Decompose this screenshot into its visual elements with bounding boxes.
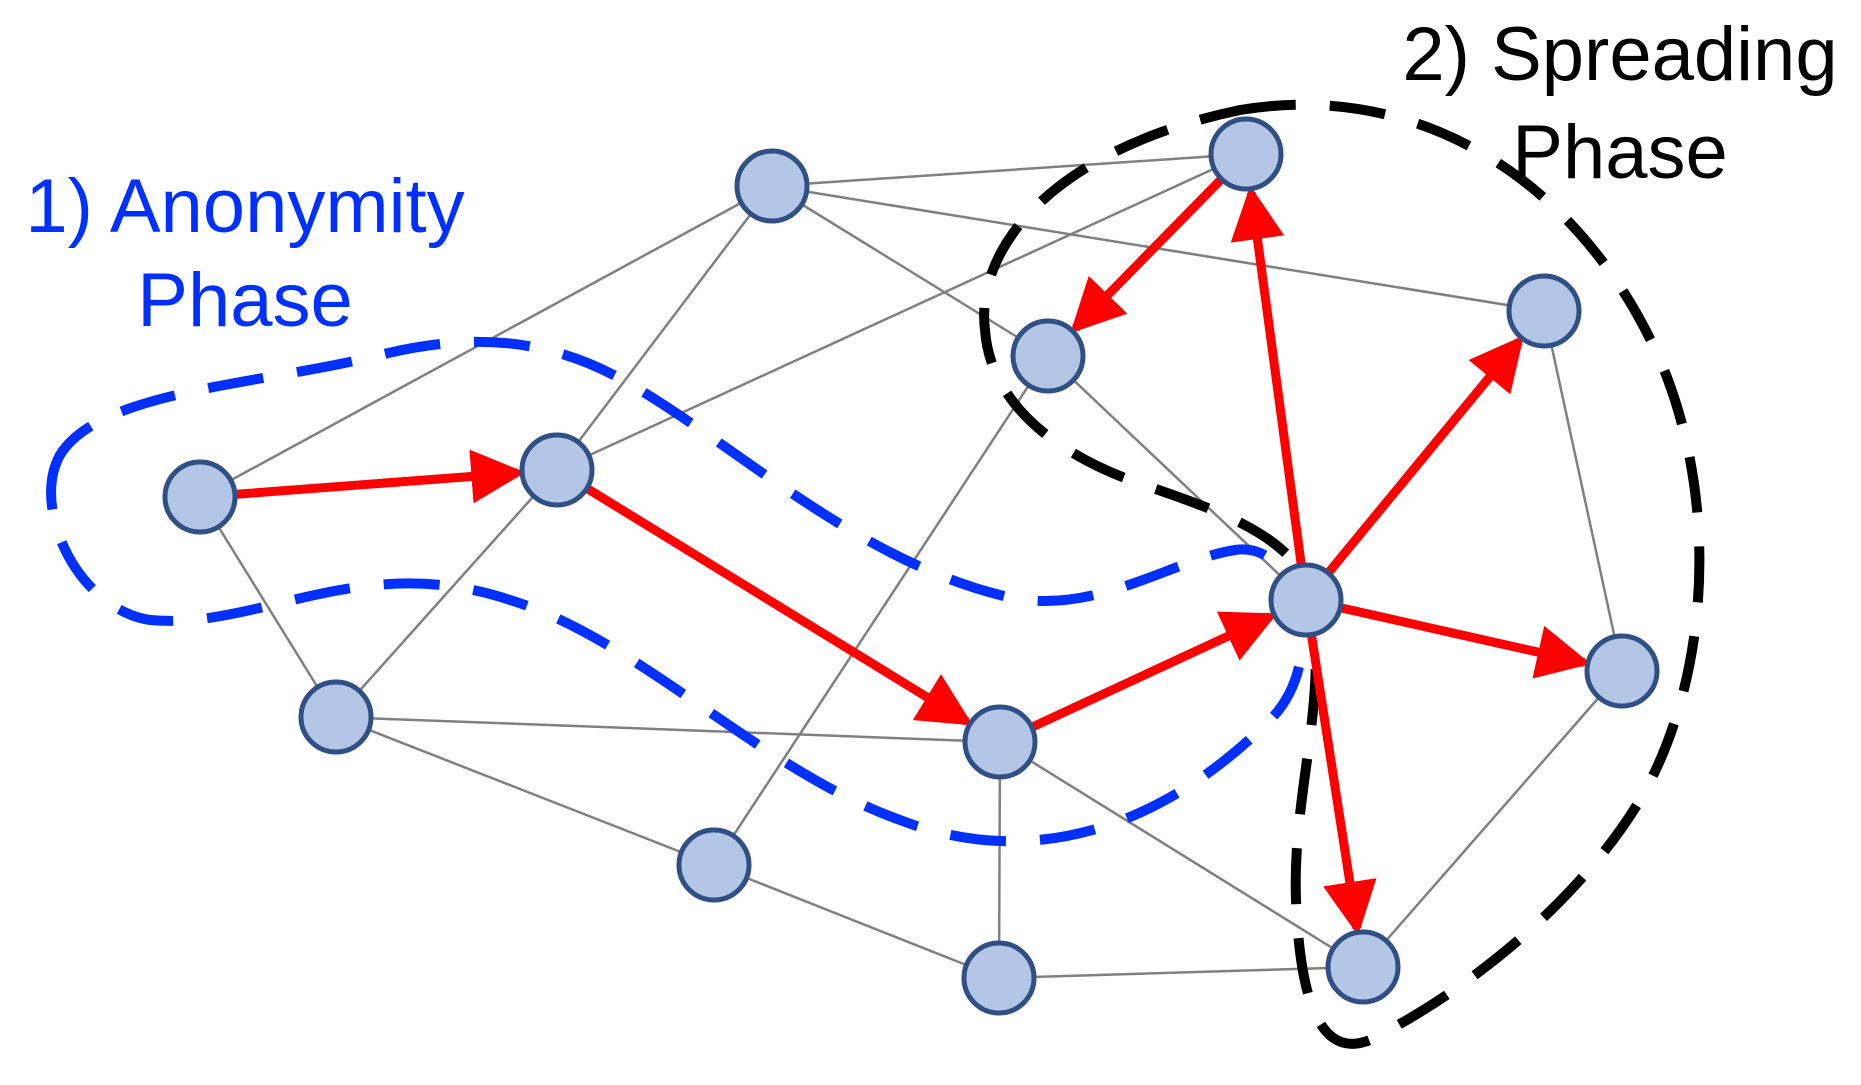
anonymity-phase-label-line1: 1) Anonymity <box>25 164 464 249</box>
node-n3 <box>1208 116 1284 192</box>
spreading-phase-label-line2: Phase <box>1512 110 1728 195</box>
edge-n5-n6 <box>335 715 715 867</box>
node-n5 <box>298 679 374 755</box>
edge-n1-n5 <box>198 496 338 718</box>
edge-n3-n4 <box>556 152 1247 472</box>
arrow-n13-n11 <box>1307 635 1377 936</box>
edge-n2-n4 <box>556 185 773 471</box>
edge-n4-n5 <box>335 469 558 718</box>
arrow-n1-n4 <box>236 449 526 504</box>
arrow-n4-n9 <box>586 485 973 726</box>
anonymity-phase-region <box>46 336 1308 847</box>
edge-n9-n10 <box>997 741 1002 979</box>
node-n7 <box>1010 318 1086 394</box>
spreading-phase-region <box>979 99 1705 1049</box>
node-n8 <box>1506 273 1582 349</box>
edge-n8-n12 <box>1542 310 1624 672</box>
node-n12 <box>1584 633 1660 709</box>
edge-n5-n9 <box>335 715 1001 744</box>
spreading-phase-label-line1: 2) Spreading <box>1402 12 1837 97</box>
arrow-n3-n7 <box>1070 177 1224 334</box>
edge-n6-n10 <box>713 863 1000 980</box>
node-n4 <box>519 432 595 508</box>
node-n13 <box>1268 562 1344 638</box>
node-n1 <box>162 459 238 535</box>
edge-n2-n7 <box>771 184 1049 358</box>
node-n10 <box>961 940 1037 1016</box>
node-n2 <box>734 148 810 224</box>
arrow-n13-n8 <box>1326 335 1524 575</box>
edge-n11-n12 <box>1362 670 1623 968</box>
arrows-layer <box>236 177 1591 936</box>
arrow-n13-n12 <box>1341 603 1591 679</box>
edge-n2-n3 <box>771 152 1247 188</box>
node-n9 <box>962 704 1038 780</box>
edge-n7-n13 <box>1047 355 1307 601</box>
anonymity-phase-label-line2: Phase <box>137 258 353 343</box>
arrow-n13-n3 <box>1230 185 1306 564</box>
arrow-n9-n13 <box>1031 611 1278 731</box>
edge-n9-n11 <box>999 740 1364 969</box>
nodes-layer <box>162 116 1660 1016</box>
node-n11 <box>1325 929 1401 1005</box>
node-n6 <box>676 827 752 903</box>
edge-n6-n7 <box>712 355 1050 866</box>
